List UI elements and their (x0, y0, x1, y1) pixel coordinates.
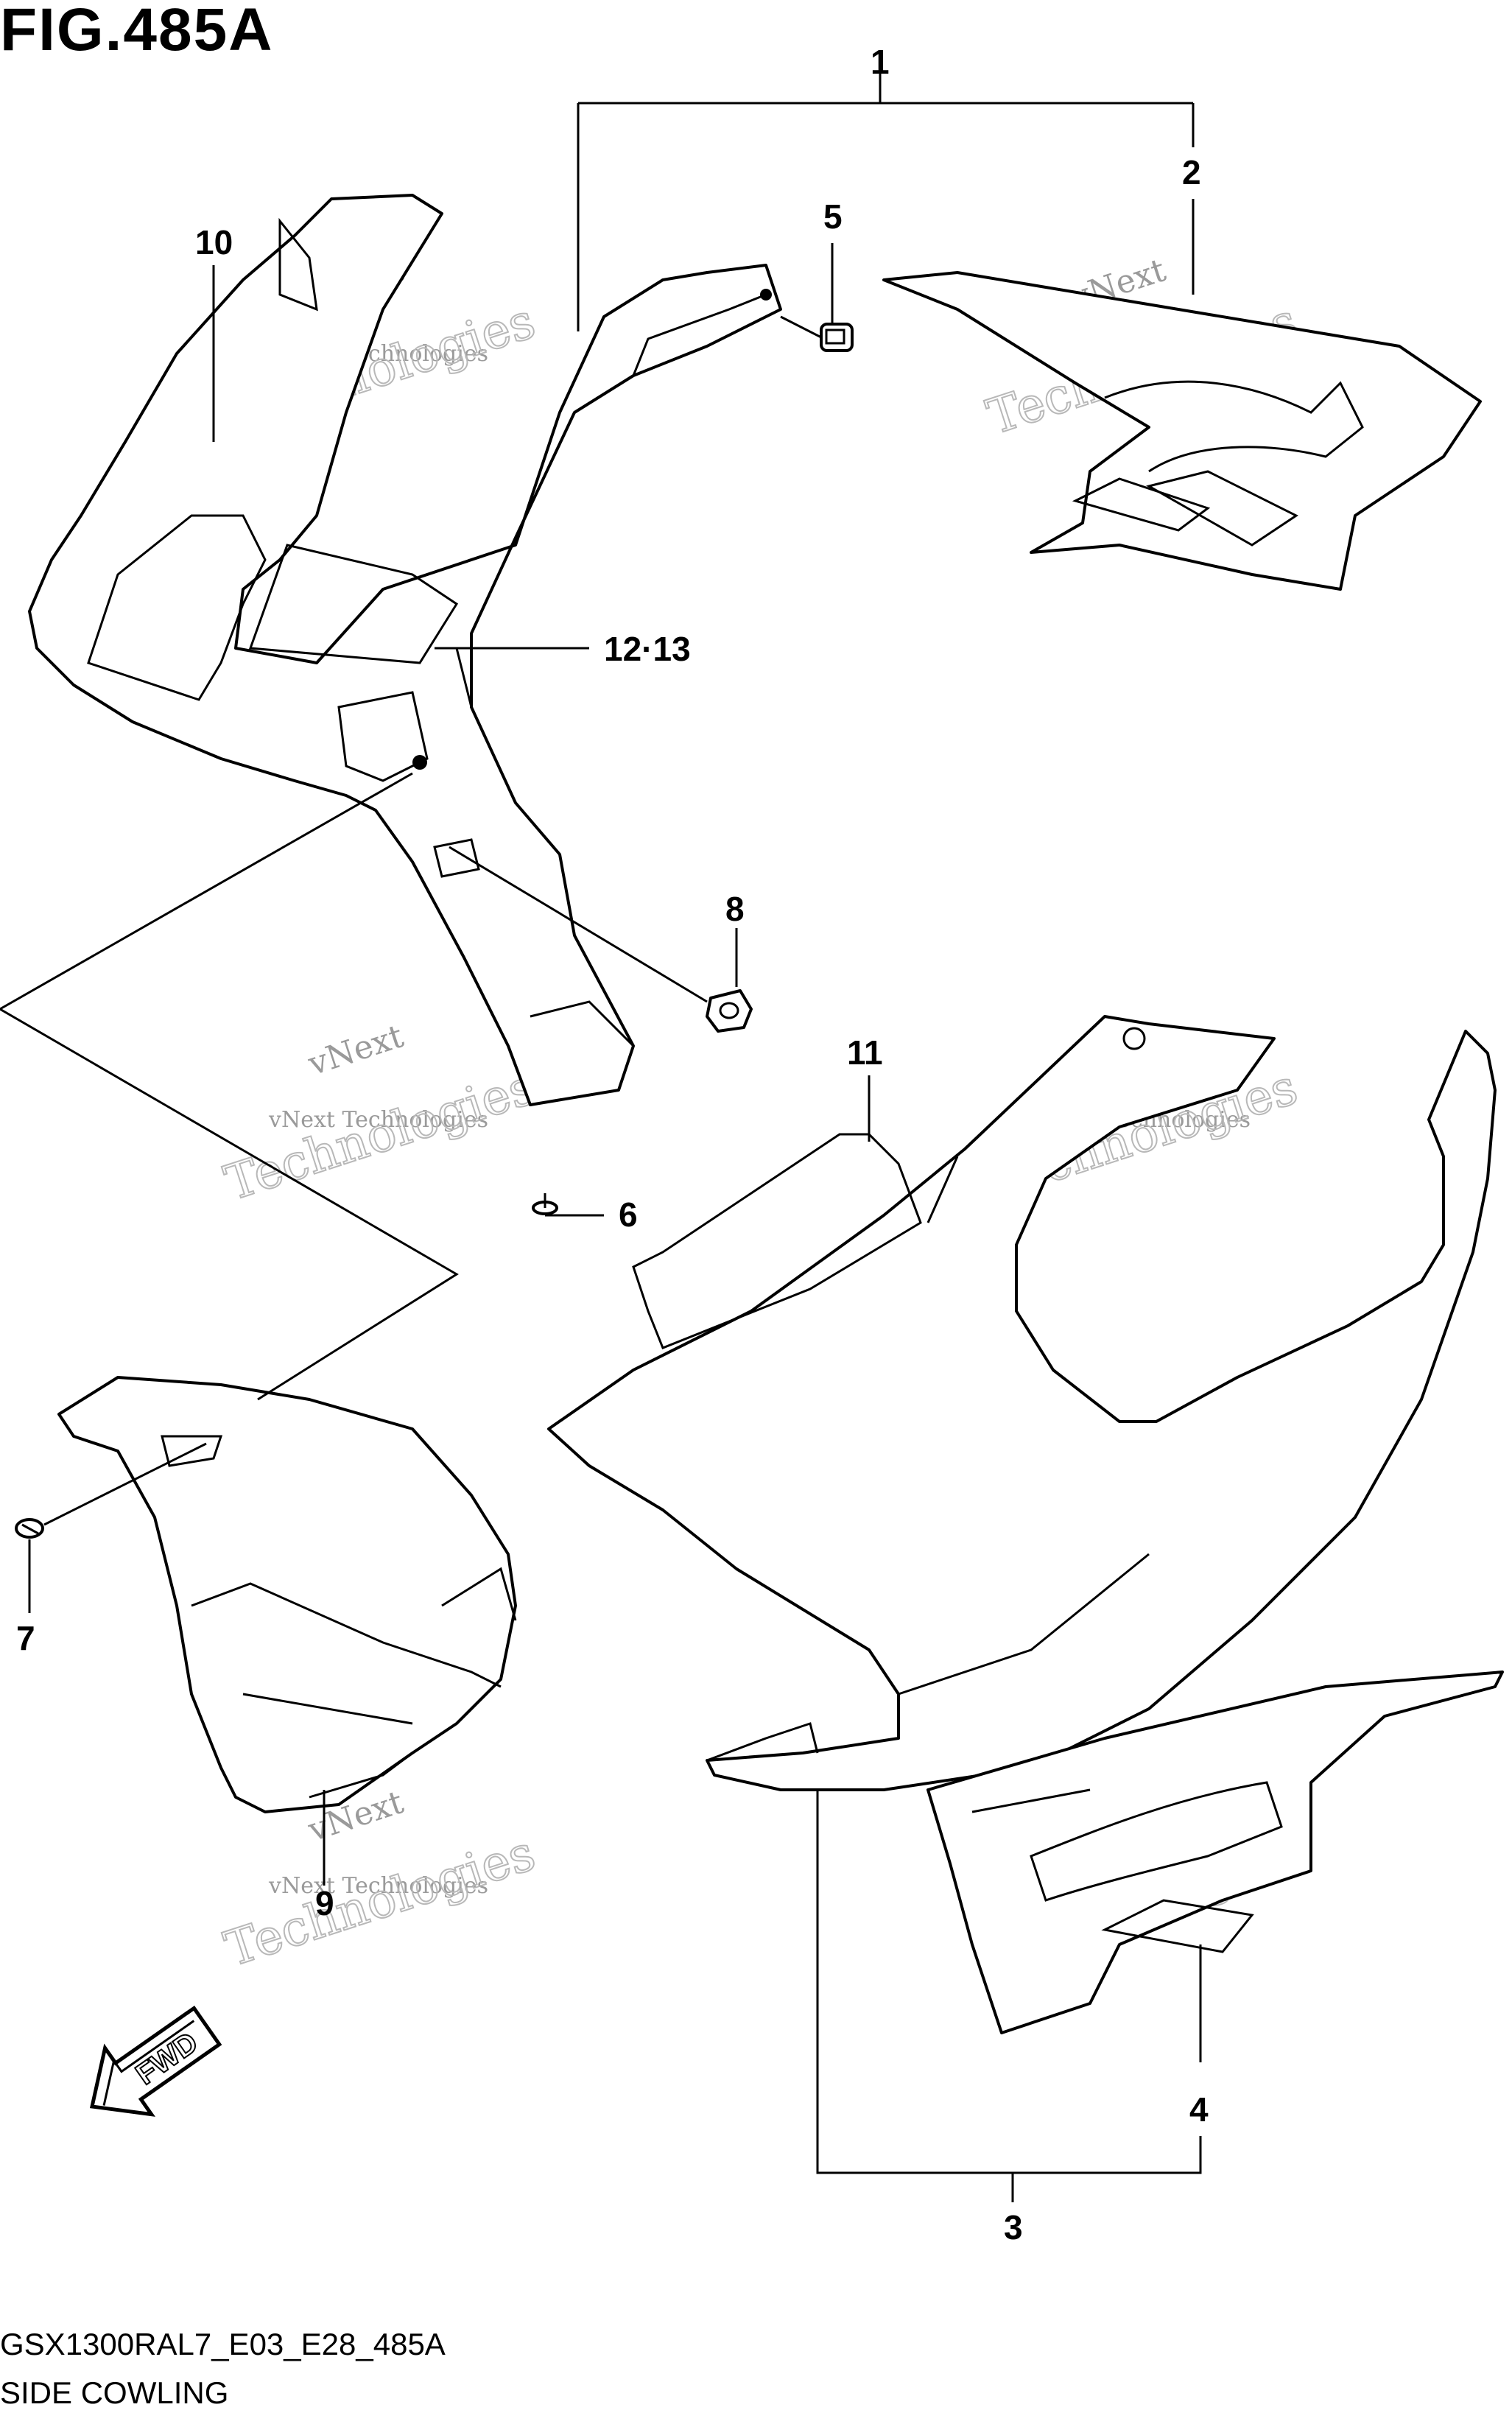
part-inner-cowling (28, 194, 782, 1106)
callout-12-13: 12·13 (604, 630, 691, 668)
callout-8: 8 (725, 890, 745, 928)
figure-caption: SIDE COWLING (0, 2375, 229, 2410)
part-screw-7 (15, 1518, 44, 1539)
callout-11: 11 (847, 1033, 883, 1072)
callout-labels: 1 2 3 4 5 6 7 8 9 10 11 12·13 (16, 43, 1209, 2246)
figure-title: FIG.485A (0, 0, 274, 63)
part-lower-decal (926, 1671, 1504, 2034)
model-code: GSX1300RAL7_E03_E28_485A (0, 2327, 446, 2361)
svg-text:Technologies: Technologies (218, 1058, 541, 1212)
svg-text:vNext Technologies: vNext Technologies (268, 1873, 488, 1899)
callout-7: 7 (16, 1619, 35, 1657)
callout-3: 3 (1004, 2208, 1023, 2246)
callout-1: 1 (871, 43, 890, 81)
part-lower-inner-cowling (57, 1376, 517, 1813)
callout-6: 6 (619, 1195, 638, 1234)
part-upper-decal (882, 271, 1482, 591)
callout-4: 4 (1189, 2090, 1209, 2129)
part-side-cowling (547, 1015, 1497, 1791)
leader-lines (0, 66, 1202, 2202)
callout-2: 2 (1182, 153, 1201, 192)
part-grommet-5 (820, 323, 854, 352)
part-screw-6 (532, 1193, 558, 1215)
callout-5: 5 (823, 197, 843, 236)
svg-text:Technologies: Technologies (218, 1824, 541, 1978)
watermark-3: vNext vNext Technologies Technologies (217, 1017, 542, 1212)
fwd-arrow-badge: FWD (89, 2005, 222, 2117)
callout-10: 10 (195, 223, 233, 261)
callout-9: 9 (315, 1884, 334, 1922)
part-grommet-8 (706, 989, 753, 1033)
svg-text:vNext: vNext (303, 1017, 408, 1083)
svg-text:vNext Technologies: vNext Technologies (268, 1107, 488, 1133)
